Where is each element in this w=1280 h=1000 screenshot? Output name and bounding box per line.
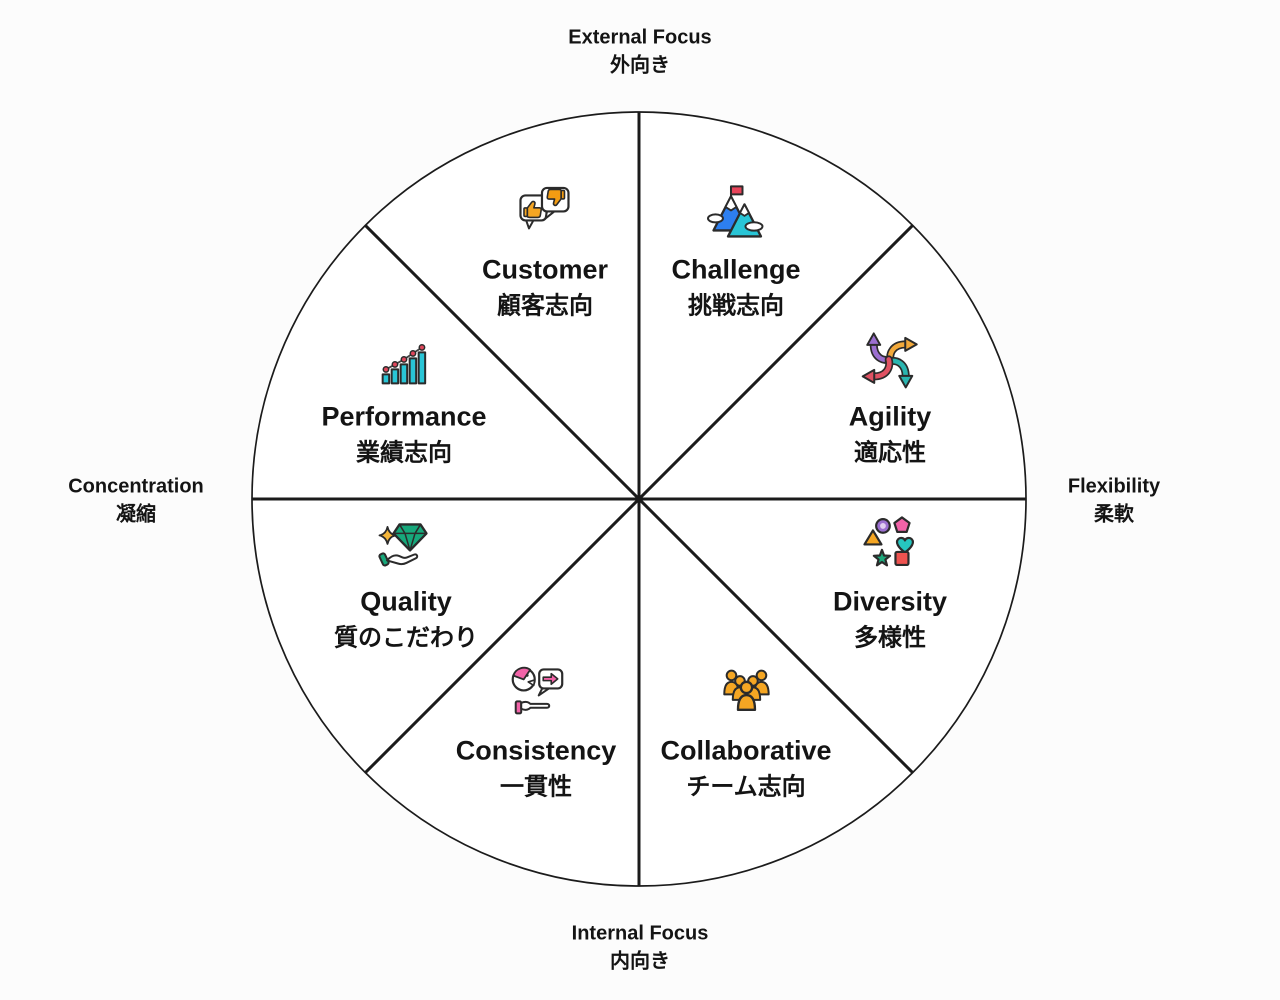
axis-en-label: External Focus: [568, 26, 712, 49]
sector-en-label: Collaborative: [660, 735, 832, 766]
sector-challenge: Challenge 挑戦志向: [671, 181, 801, 322]
mixed-shapes-icon: [858, 513, 922, 577]
axis-label-external-focus: External Focus 外向き: [568, 26, 711, 79]
swirl-arrows-icon: [858, 328, 922, 392]
sector-ja-label: 業績志向: [355, 439, 452, 467]
axis-label-flexibility: Flexibility 柔軟: [1068, 475, 1160, 528]
sector-ja-label: 適応性: [853, 439, 926, 467]
sector-agility: Agility 適応性: [848, 328, 932, 469]
axis-label-concentration: Concentration 凝縮: [68, 475, 204, 528]
sector-en-label: Customer: [481, 254, 609, 285]
axis-en-label: Internal Focus: [571, 922, 709, 945]
sector-ja-label: 挑戦志向: [688, 292, 784, 320]
speaking-head-icon: [504, 662, 568, 726]
sector-en-label: Performance: [321, 401, 487, 432]
sector-ja-label: チーム志向: [686, 773, 806, 801]
sector-consistency: Consistency 一貫性: [455, 662, 617, 803]
sector-en-label: Challenge: [671, 254, 801, 285]
sector-quality: Quality 質のこだわり: [334, 513, 478, 654]
team-group-icon: [714, 662, 778, 726]
sector-ja-label: 多様性: [853, 624, 926, 652]
growth-bar-chart-icon: [372, 328, 436, 392]
sector-ja-label: 顧客志向: [497, 292, 593, 320]
sector-en-label: Consistency: [455, 735, 617, 766]
diamond-hand-icon: [374, 513, 438, 577]
sector-performance: Performance 業績志向: [321, 328, 487, 469]
sector-ja-label: 質のこだわり: [334, 624, 478, 652]
sector-en-label: Quality: [360, 586, 452, 617]
sector-en-label: Diversity: [832, 586, 948, 617]
sector-en-label: Agility: [848, 401, 932, 432]
axis-ja-label: 柔軟: [1094, 503, 1134, 526]
sector-diversity: Diversity 多様性: [833, 513, 947, 654]
axis-ja-label: 内向き: [609, 950, 670, 973]
sector-collaborative: Collaborative チーム志向: [660, 662, 832, 803]
axis-ja-label: 凝縮: [116, 503, 156, 526]
axis-en-label: Flexibility: [1067, 475, 1161, 498]
sector-customer: Customer 顧客志向: [482, 181, 608, 322]
mountain-flag-icon: [704, 181, 768, 245]
axis-en-label: Concentration: [68, 475, 204, 498]
axis-ja-label: 外向き: [609, 54, 670, 77]
feedback-bubbles-icon: [513, 181, 577, 245]
axis-label-internal-focus: Internal Focus 内向き: [572, 922, 709, 975]
sector-ja-label: 一貫性: [500, 773, 572, 801]
